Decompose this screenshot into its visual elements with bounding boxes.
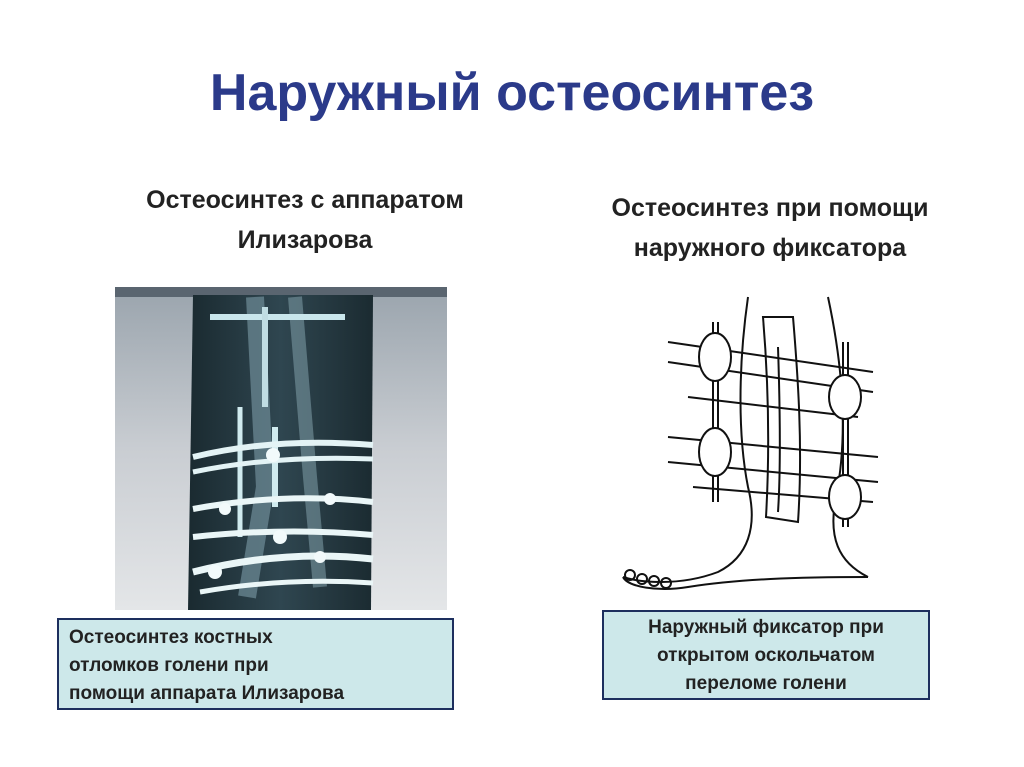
right-subtitle: Остеосинтез при помощи наружного фиксато… bbox=[540, 188, 1000, 268]
left-subtitle-line: Илизарова bbox=[237, 226, 373, 254]
right-subtitle-line: Остеосинтез при помощи bbox=[611, 194, 929, 222]
left-caption-line: отломков голени при bbox=[69, 655, 269, 676]
left-subtitle-line: Остеосинтез с аппаратом bbox=[146, 186, 464, 214]
left-subtitle: Остеосинтез с аппаратом Илизарова bbox=[80, 180, 530, 260]
right-caption-line: переломе голени bbox=[685, 673, 847, 694]
left-caption: Остеосинтез костных отломков голени при … bbox=[57, 618, 454, 710]
slide-title: Наружный остеосинтез bbox=[209, 64, 815, 122]
external-fixator-drawing bbox=[598, 287, 926, 605]
left-caption-line: Остеосинтез костных bbox=[69, 627, 273, 648]
right-caption: Наружный фиксатор при открытом оскольчат… bbox=[602, 610, 930, 700]
left-caption-line: помощи аппарата Илизарова bbox=[69, 683, 345, 704]
xray-ilizarov-image bbox=[115, 287, 447, 610]
right-caption-line: Наружный фиксатор при bbox=[648, 617, 884, 638]
right-caption-line: открытом оскольчатом bbox=[657, 645, 875, 666]
right-subtitle-line: наружного фиксатора bbox=[633, 234, 907, 262]
